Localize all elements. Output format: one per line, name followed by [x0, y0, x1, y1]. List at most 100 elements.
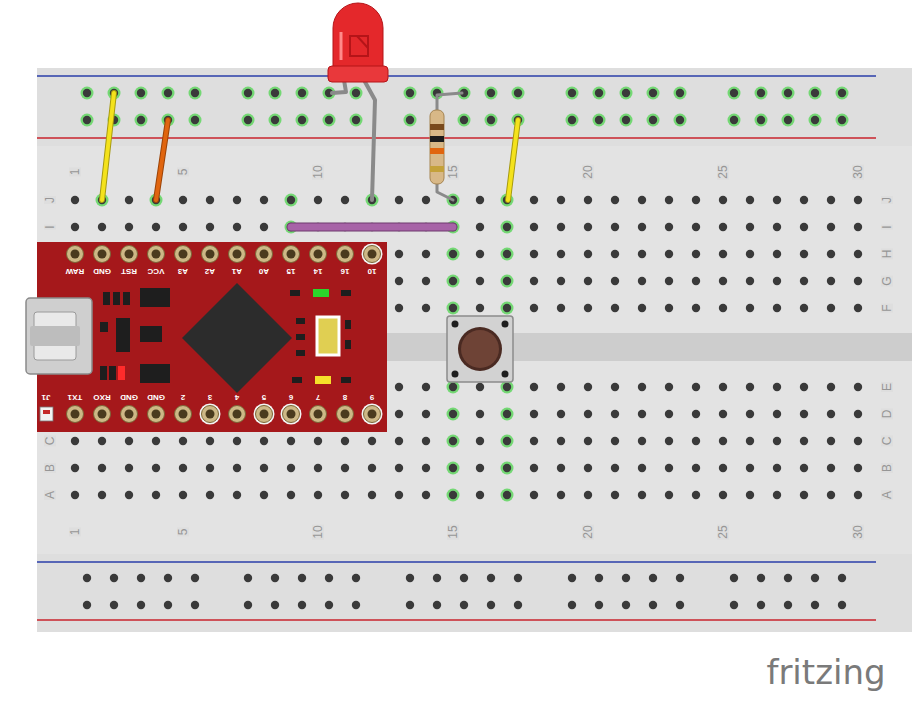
breadboard-hole — [676, 574, 684, 582]
breadboard-hole — [476, 410, 484, 418]
status-led-yellow — [315, 376, 331, 384]
pin-label: 5 — [262, 393, 266, 401]
pin-label: A3 — [178, 267, 188, 275]
breadboard-hole — [476, 196, 484, 204]
breadboard-hole — [422, 277, 430, 285]
breadboard-hole — [746, 223, 754, 231]
breadboard-hole — [449, 410, 457, 418]
breadboard-hole — [665, 223, 673, 231]
led-flange — [328, 66, 388, 82]
breadboard-hole — [854, 223, 862, 231]
connected-hole — [501, 408, 514, 421]
pin-label: 6 — [289, 393, 293, 401]
breadboard-hole — [692, 491, 700, 499]
smd-part — [140, 364, 170, 383]
resistor-band — [430, 124, 444, 130]
connected-hole — [350, 114, 363, 127]
connected-hole — [566, 114, 579, 127]
connected-hole — [447, 489, 460, 502]
breadboard-hole — [800, 410, 808, 418]
row-letter: C — [881, 436, 893, 447]
breadboard-hole — [476, 437, 484, 445]
smd-part — [123, 292, 130, 305]
breadboard-hole — [352, 116, 360, 124]
breadboard-hole — [71, 437, 79, 445]
row-letter: A — [881, 490, 893, 500]
breadboard-hole — [611, 277, 619, 285]
breadboard-hole — [271, 116, 279, 124]
pin-hole — [341, 250, 350, 259]
connected-hole — [782, 87, 795, 100]
breadboard-hole — [476, 383, 484, 391]
breadboard-hole — [584, 277, 592, 285]
pin-hole — [206, 410, 215, 419]
column-number: 30 — [852, 164, 864, 179]
column-number: 10 — [312, 164, 324, 179]
pin-hole — [71, 410, 80, 419]
breadboard-hole — [854, 410, 862, 418]
breadboard-hole — [395, 196, 403, 204]
connected-hole — [447, 275, 460, 288]
breadboard-hole — [719, 250, 727, 258]
resistor-leg — [437, 93, 462, 112]
smd-part — [345, 340, 351, 349]
breadboard-hole — [314, 464, 322, 472]
breadboard-hole — [719, 277, 727, 285]
breadboard-hole — [406, 89, 414, 97]
pin-label: VCC — [148, 267, 165, 275]
connected-hole — [593, 87, 606, 100]
breadboard-hole — [692, 410, 700, 418]
smd-part — [140, 326, 162, 342]
smd-part — [292, 377, 302, 383]
breadboard-hole — [152, 437, 160, 445]
breadboard-hole — [557, 250, 565, 258]
breadboard-hole — [314, 196, 322, 204]
breadboard-hole — [638, 410, 646, 418]
connected-hole — [447, 435, 460, 448]
header-pin — [256, 406, 273, 423]
breadboard-hole — [530, 223, 538, 231]
breadboard-hole — [422, 437, 430, 445]
breadboard-hole — [368, 491, 376, 499]
breadboard-hole — [395, 491, 403, 499]
button-corner — [452, 321, 459, 328]
pin-hole — [341, 410, 350, 419]
breadboard-hole — [557, 383, 565, 391]
breadboard-hole — [622, 89, 630, 97]
pin-hole — [206, 250, 215, 259]
connected-hole — [447, 408, 460, 421]
breadboard-hole — [449, 491, 457, 499]
breadboard-hole — [800, 491, 808, 499]
breadboard-hole — [98, 491, 106, 499]
pin-hole — [368, 250, 377, 259]
header-pin — [310, 406, 327, 423]
breadboard-hole — [568, 601, 576, 609]
pin-label: RST — [121, 267, 137, 275]
breadboard-hole — [260, 196, 268, 204]
header-pin — [175, 406, 192, 423]
breadboard-hole — [487, 89, 495, 97]
row-letter: D — [881, 409, 893, 420]
breadboard-hole — [719, 196, 727, 204]
j1-jumper — [40, 407, 53, 421]
led-body — [333, 3, 383, 76]
breadboard-hole — [800, 223, 808, 231]
breadboard-hole — [692, 223, 700, 231]
breadboard-hole — [746, 196, 754, 204]
column-number: 20 — [582, 524, 594, 539]
breadboard-hole — [773, 277, 781, 285]
breadboard-hole — [665, 250, 673, 258]
breadboard-hole — [422, 196, 430, 204]
breadboard-hole — [584, 464, 592, 472]
breadboard-hole — [476, 491, 484, 499]
button-corner — [502, 321, 509, 328]
breadboard-hole — [476, 250, 484, 258]
breadboard-hole — [422, 491, 430, 499]
pin-label: RAW — [66, 267, 85, 275]
column-number: 30 — [852, 524, 864, 539]
breadboard-hole — [611, 196, 619, 204]
breadboard-hole — [676, 601, 684, 609]
connected-hole — [296, 114, 309, 127]
breadboard-hole — [746, 250, 754, 258]
usb-connector — [26, 298, 92, 374]
